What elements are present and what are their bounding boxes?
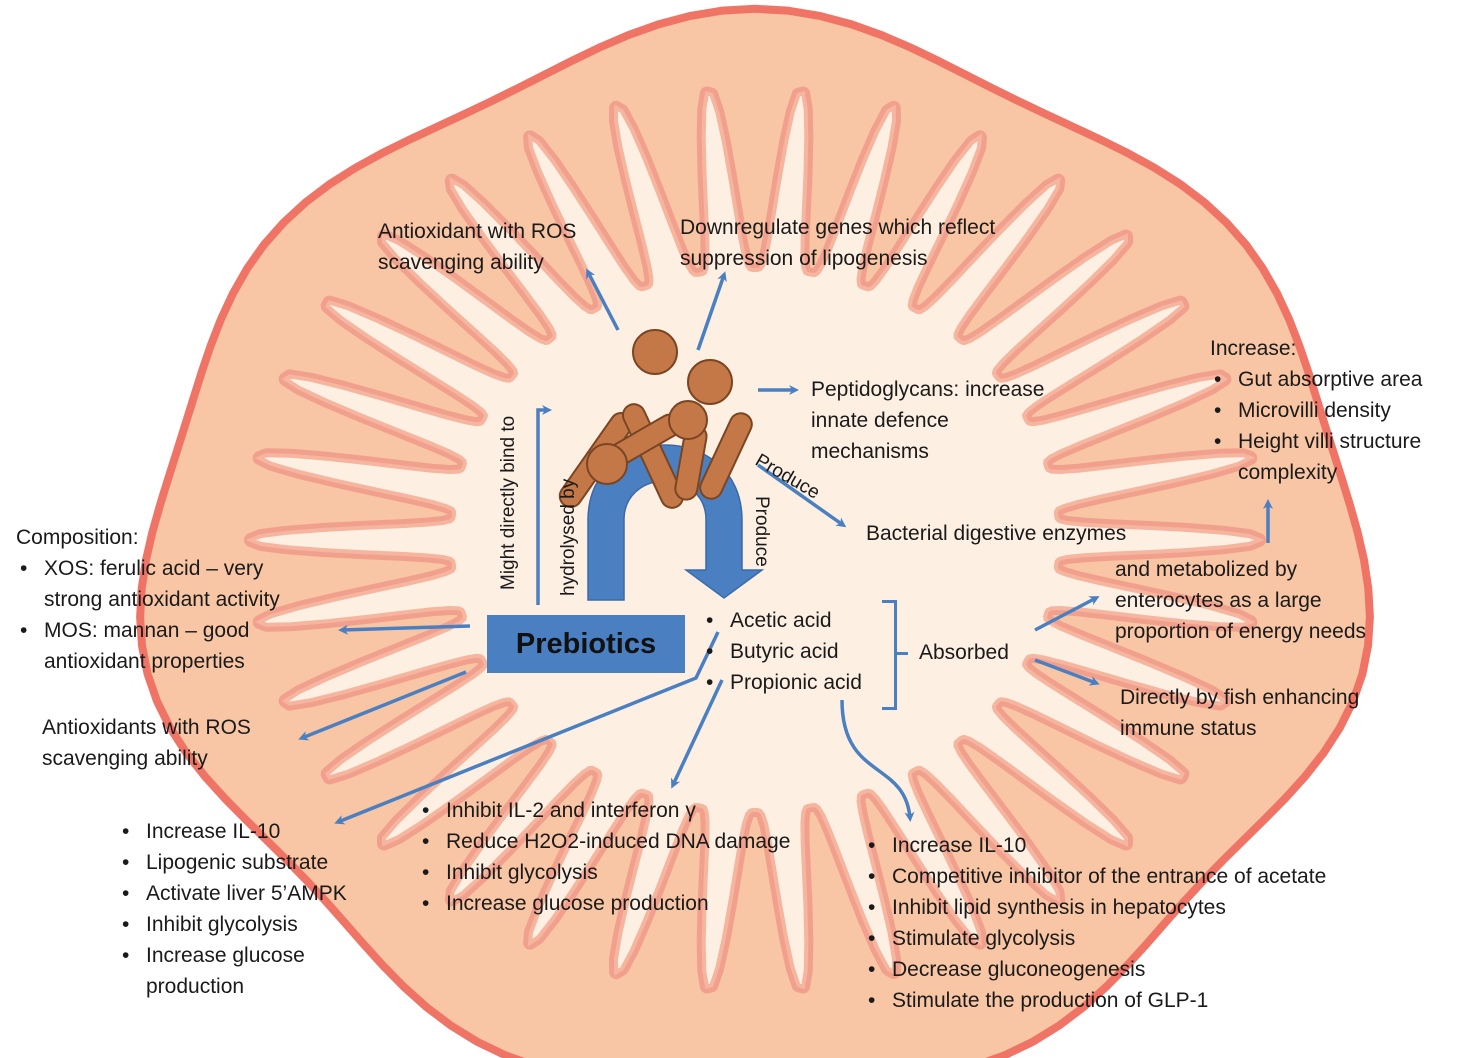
scfa-item: Propionic acid bbox=[702, 667, 862, 698]
label-hydrolysed: hydrolysed by bbox=[558, 479, 580, 596]
propionic-effects-list: Increase IL-10 Competitive inhibitor of … bbox=[864, 830, 1326, 1016]
increase-block: Increase: Gut absorptive area Microvilli… bbox=[1210, 333, 1422, 488]
propionic-effect-item: Competitive inhibitor of the entrance of… bbox=[864, 861, 1326, 892]
butyric-effect-item: Inhibit glycolysis bbox=[418, 857, 790, 888]
prebiotics-box: Prebiotics bbox=[487, 615, 685, 673]
acetic-effects-list: Increase IL-10 Lipogenic substrate Activ… bbox=[118, 816, 347, 1002]
butyric-effect-item: Reduce H2O2-induced DNA damage bbox=[418, 826, 790, 857]
butyric-effects-list: Inhibit IL-2 and interferon γ Reduce H2O… bbox=[418, 795, 790, 919]
acetic-effect-item: Activate liver 5’AMPK bbox=[118, 878, 347, 909]
enzymes-text: Bacterial digestive enzymes bbox=[866, 518, 1126, 549]
acetic-effect-item: Inhibit glycolysis bbox=[118, 909, 347, 940]
scfa-list: Acetic acid Butyric acid Propionic acid bbox=[702, 605, 862, 698]
metabolized-text: and metabolized by enterocytes as a larg… bbox=[1115, 554, 1366, 647]
peptidoglycans-text: Peptidoglycans: increase innate defence … bbox=[811, 374, 1044, 467]
antioxidant-text: Antioxidant with ROS scavenging ability bbox=[378, 216, 576, 278]
acetic-effect-item: Lipogenic substrate bbox=[118, 847, 347, 878]
propionic-effect-item: Stimulate glycolysis bbox=[864, 923, 1326, 954]
propionic-effect-item: Decrease gluconeogenesis bbox=[864, 954, 1326, 985]
increase-item: Microvilli density bbox=[1210, 395, 1422, 426]
propionic-effect-item: Stimulate the production of GLP-1 bbox=[864, 985, 1326, 1016]
directly-text: Directly by fish enhancing immune status bbox=[1120, 682, 1359, 744]
propionic-effect-item: Increase IL-10 bbox=[864, 830, 1326, 861]
increase-item: Gut absorptive area bbox=[1210, 364, 1422, 395]
propionic-effect-item: Inhibit lipid synthesis in hepatocytes bbox=[864, 892, 1326, 923]
composition-block: Composition: XOS: ferulic acid – verystr… bbox=[16, 522, 280, 677]
scfa-bracket bbox=[882, 600, 897, 710]
downregulate-text: Downregulate genes which reflect suppres… bbox=[680, 212, 995, 274]
absorbed-label: Absorbed bbox=[919, 637, 1009, 668]
label-might-bind: Might directly bind to bbox=[498, 416, 520, 590]
scfa-item: Butyric acid bbox=[702, 636, 862, 667]
butyric-effect-item: Increase glucose production bbox=[418, 888, 790, 919]
composition-heading: Composition: bbox=[16, 522, 280, 553]
scfa-item: Acetic acid bbox=[702, 605, 862, 636]
butyric-effect-item: Inhibit IL-2 and interferon γ bbox=[418, 795, 790, 826]
acetic-effect-item: Increase IL-10 bbox=[118, 816, 347, 847]
antioxidants-left-text: Antioxidants with ROS scavenging ability bbox=[42, 712, 251, 774]
increase-heading: Increase: bbox=[1210, 333, 1422, 364]
label-produce-vertical: Produce bbox=[750, 496, 772, 567]
scfa-bracket-tick bbox=[894, 652, 908, 655]
